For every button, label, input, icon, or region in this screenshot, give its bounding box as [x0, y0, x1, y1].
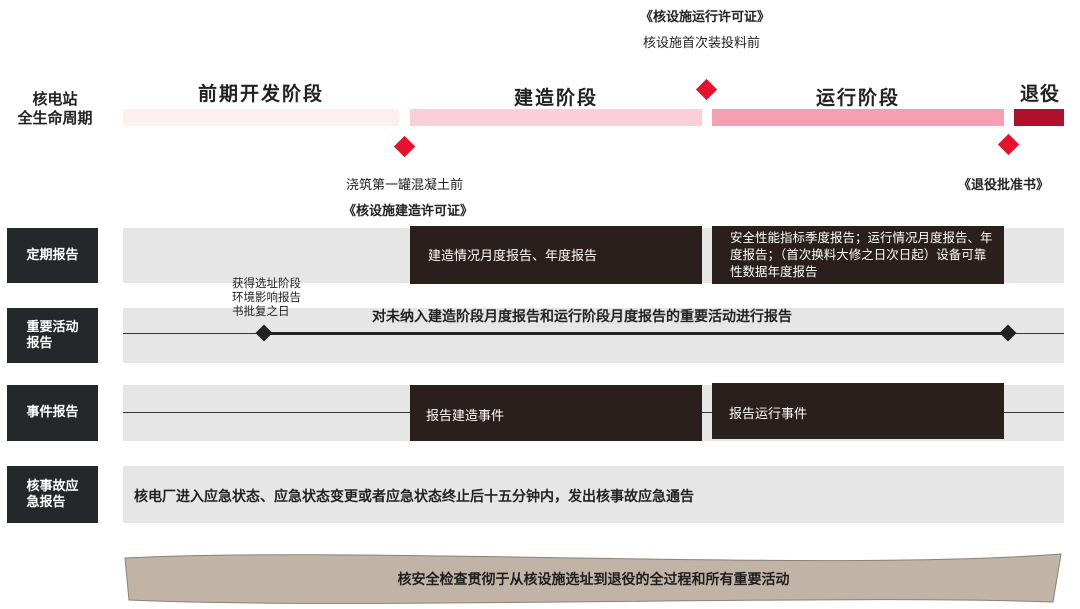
periodic-report-label: 定期报告	[7, 228, 98, 283]
decommission-permit-label: 《退役批准书》	[958, 178, 1050, 193]
lifecycle-label-line1: 核电站	[32, 90, 78, 108]
emergency-report-track	[123, 466, 1064, 523]
event-report-label: 事件报告	[7, 385, 98, 441]
phase-bar-construction	[410, 109, 702, 126]
operating-permit-label: 《核设施运行许可证》	[640, 10, 771, 25]
phase-title-construction: 建造阶段	[513, 87, 598, 109]
event-construction-text: 报告建造事件	[426, 409, 505, 424]
important-activity-label-line2: 报告	[26, 335, 53, 351]
emergency-report-label: 核事故应 急报告	[7, 466, 98, 523]
event-construction-box: 报告建造事件	[410, 385, 702, 441]
periodic-construction-text: 建造情况月度报告、年度报告	[428, 249, 598, 264]
phase-bar-decommission	[1014, 109, 1064, 126]
construction-permit-label: 《核设施建造许可证》	[343, 204, 474, 219]
periodic-operation-text: 安全性能指标季度报告；运行情况月度报告、年度报告；（首次换料大修之日次日起）设备…	[730, 230, 993, 279]
milestone-construction-permit-marker	[393, 135, 416, 158]
summary-banner-shape	[124, 553, 1062, 604]
periodic-construction-box: 建造情况月度报告、年度报告	[410, 226, 702, 284]
important-activity-track	[123, 308, 1064, 363]
emergency-report-label-line1: 核事故应	[26, 478, 79, 494]
important-activity-start-note: 获得选址阶段环境影响报告书批复之日	[232, 276, 301, 318]
periodic-operation-box: 安全性能指标季度报告；运行情况月度报告、年度报告；（首次换料大修之日次日起）设备…	[712, 226, 1004, 284]
phase-bar-development	[123, 109, 399, 126]
summary-banner	[124, 553, 1062, 604]
phase-bar-operation	[712, 109, 1004, 126]
important-activity-span-line	[264, 332, 1009, 335]
phase-title-decommission: 退役	[1019, 83, 1060, 105]
important-activity-label: 重要活动 报告	[7, 308, 98, 363]
lifecycle-label: 核电站 全生命周期	[15, 90, 95, 128]
emergency-report-label-line2: 急报告	[26, 494, 66, 510]
phase-title-operation: 运行阶段	[815, 87, 900, 109]
summary-banner-text: 核安全检查贯彻于从核设施选址到退役的全过程和所有重要活动	[397, 572, 790, 588]
emergency-report-text: 核电厂进入应急状态、应急状态变更或者应急状态终止后十五分钟内，发出核事故应急通告	[134, 489, 694, 505]
phase-title-development: 前期开发阶段	[197, 83, 324, 105]
important-activity-label-line1: 重要活动	[26, 319, 79, 335]
milestone-decommission-marker	[997, 133, 1020, 156]
operating-permit-event: 核设施首次装投料前	[643, 36, 761, 51]
lifecycle-label-line2: 全生命周期	[17, 109, 93, 127]
event-operation-box: 报告运行事件	[712, 383, 1004, 439]
construction-permit-event: 浇筑第一罐混凝土前	[346, 178, 464, 193]
important-activity-text: 对未纳入建造阶段月度报告和运行阶段月度报告的重要活动进行报告	[372, 309, 792, 325]
event-operation-text: 报告运行事件	[729, 407, 808, 422]
